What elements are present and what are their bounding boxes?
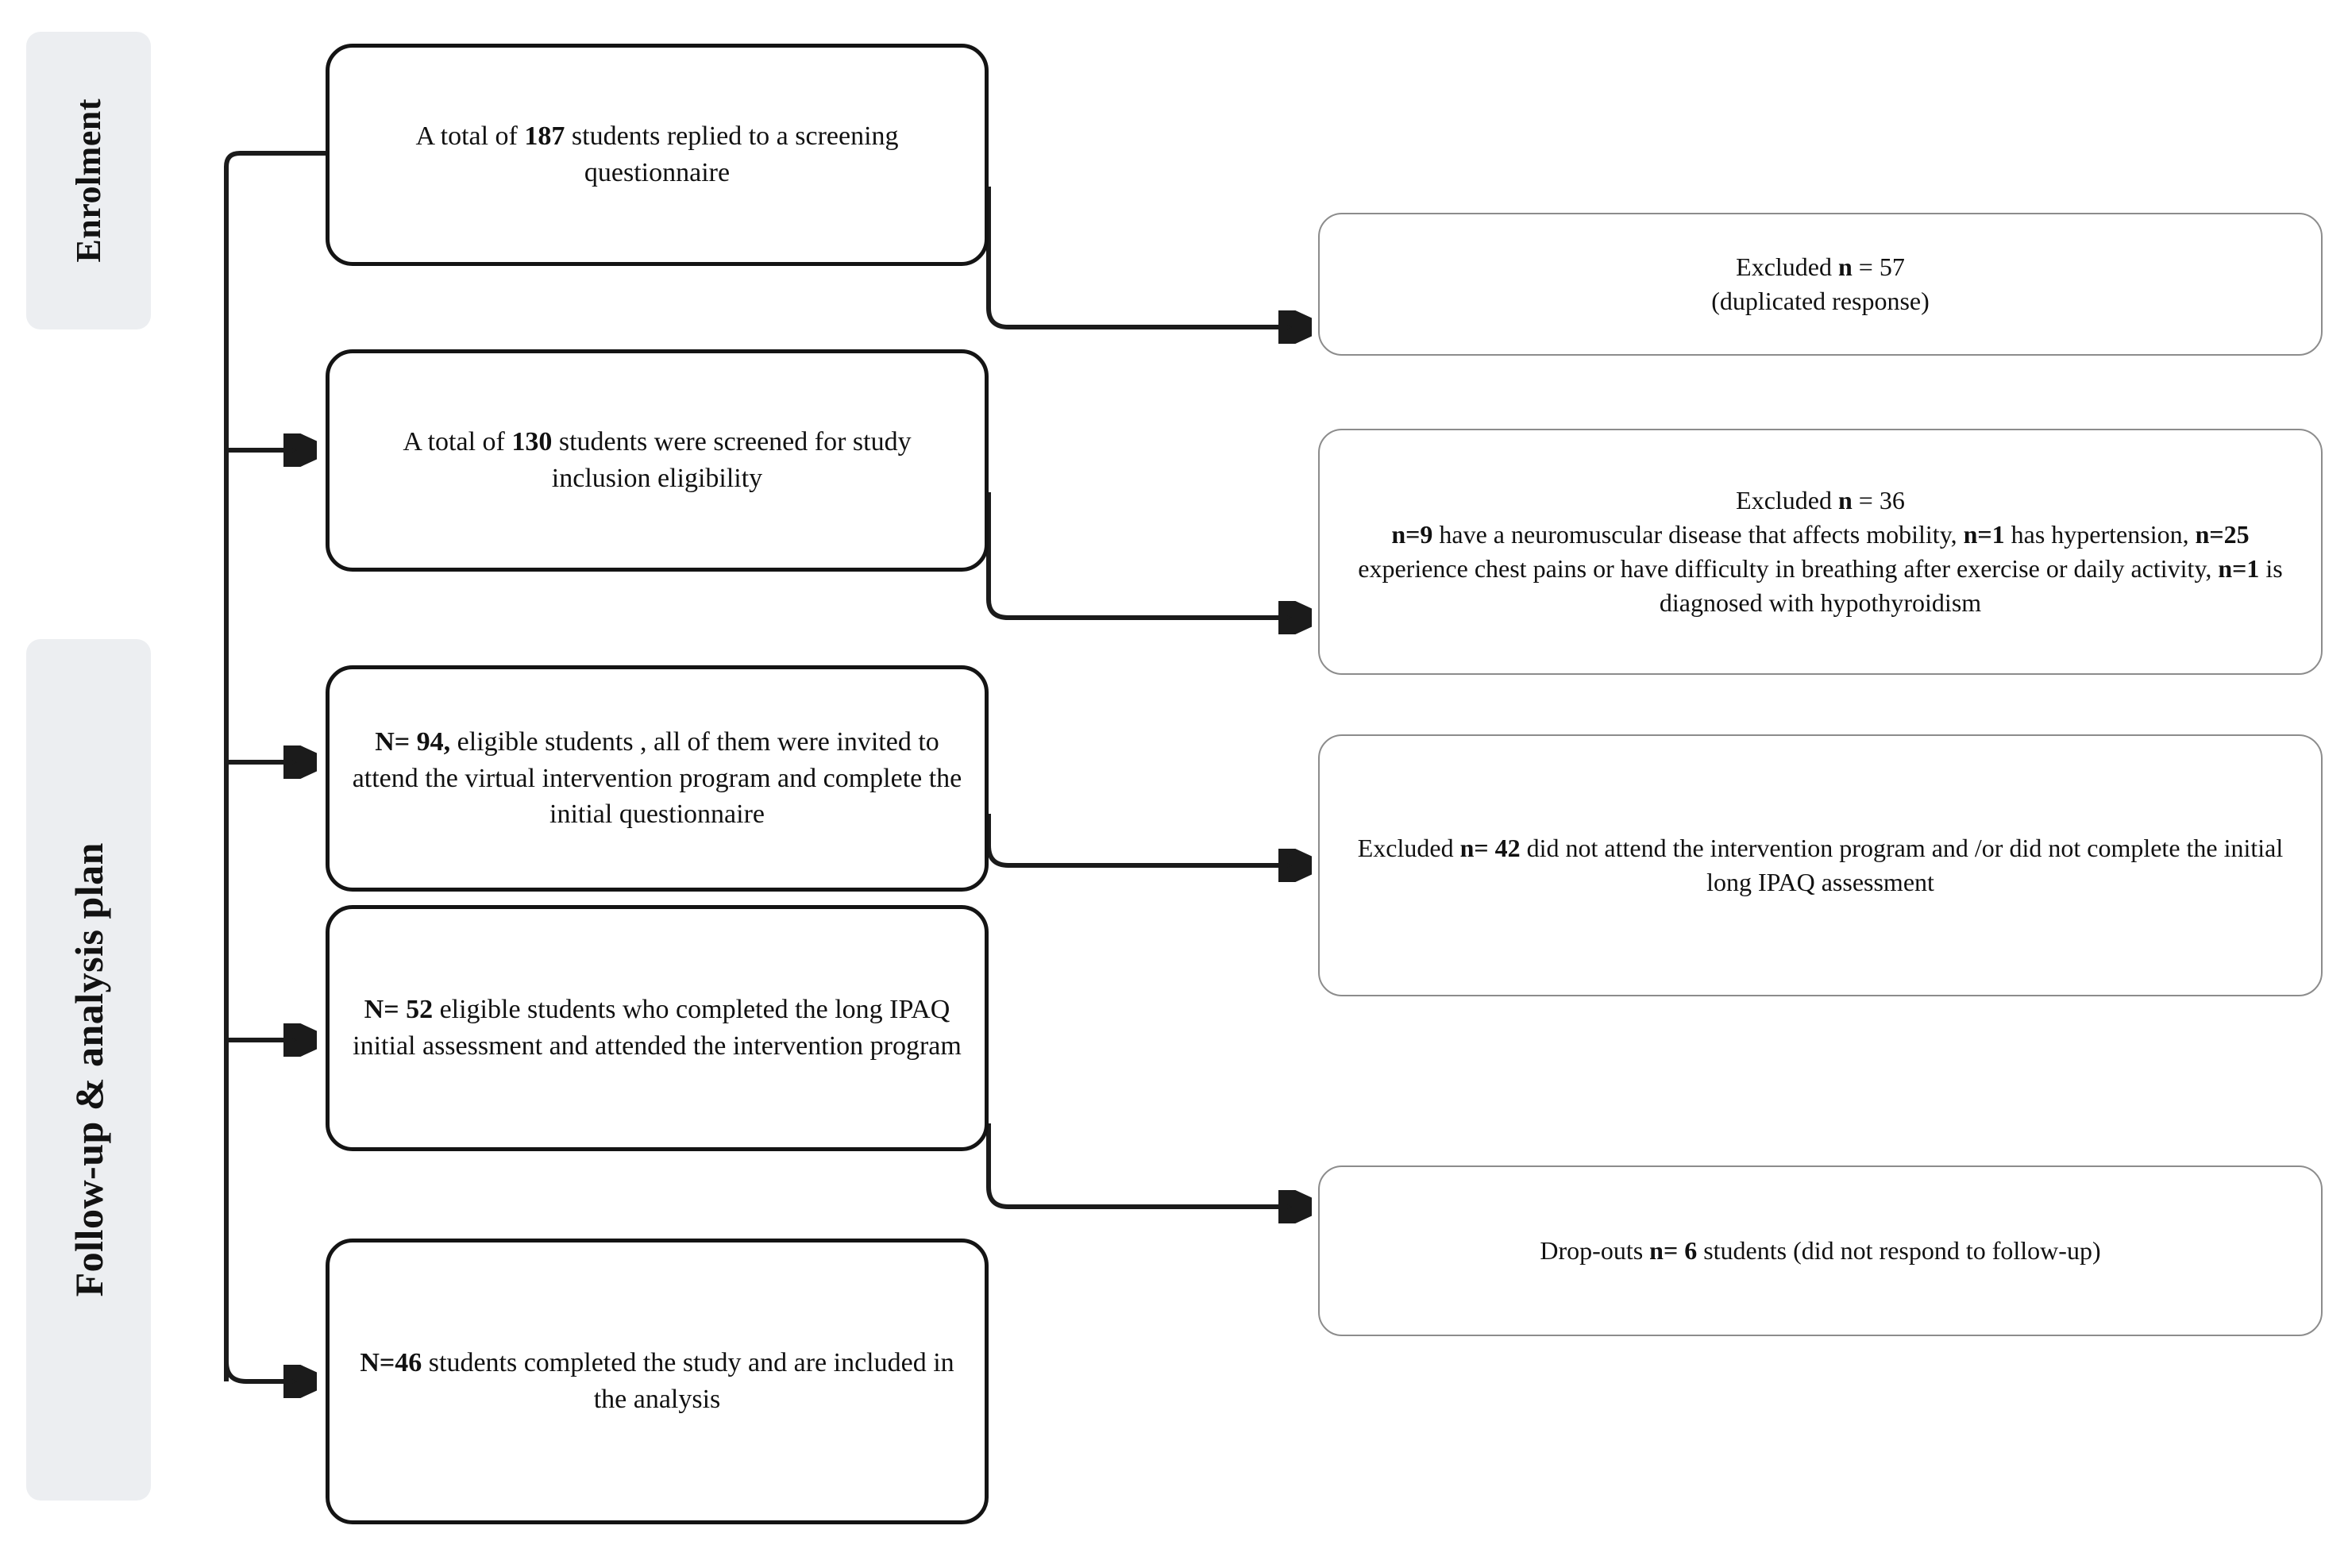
wire-box1-to-excluded57 — [986, 187, 1306, 327]
side-box-text: Drop-outs n= 6 students (did not respond… — [1540, 1236, 2101, 1266]
flow-box-text: N=46 students completed the study and ar… — [360, 1348, 954, 1414]
flow-box-screened-eligibility[interactable]: A total of 130 students were screened fo… — [326, 349, 989, 572]
wire-trunk-to-box1 — [224, 151, 326, 168]
side-box-excluded-duplicates[interactable]: Excluded n = 57(duplicated response) — [1318, 213, 2323, 356]
stage-label-followup: Follow-up & analysis plan — [66, 842, 111, 1297]
stage-band-followup: Follow-up & analysis plan — [26, 639, 151, 1501]
wire-trunk-to-box5 — [224, 1361, 311, 1381]
flow-box-completed-initial-ipaq[interactable]: N= 52 eligible students who completed th… — [326, 905, 989, 1151]
side-box-dropouts[interactable]: Drop-outs n= 6 students (did not respond… — [1318, 1165, 2323, 1336]
flow-box-text: N= 94, eligible students , all of them w… — [352, 727, 962, 830]
side-box-text: Excluded n = 57(duplicated response) — [1711, 252, 1930, 315]
wire-box2-to-excluded36 — [986, 492, 1306, 618]
stage-label-enrolment: Enrolment — [69, 98, 108, 263]
flow-box-text: A total of 130 students were screened fo… — [403, 427, 912, 493]
flow-box-screened-replied[interactable]: A total of 187 students replied to a scr… — [326, 44, 989, 266]
flow-box-completed-study[interactable]: N=46 students completed the study and ar… — [326, 1239, 989, 1524]
wire-box4-to-dropouts — [986, 1123, 1306, 1207]
side-box-text: Excluded n= 42 did not attend the interv… — [1357, 834, 2284, 896]
stage-band-enrolment: Enrolment — [26, 32, 151, 329]
wire-box3-to-excluded42 — [986, 814, 1306, 865]
flow-box-eligible-invited[interactable]: N= 94, eligible students , all of them w… — [326, 665, 989, 892]
side-box-excluded-no-attendance[interactable]: Excluded n= 42 did not attend the interv… — [1318, 734, 2323, 996]
flow-box-text: A total of 187 students replied to a scr… — [415, 121, 899, 187]
flow-box-text: N= 52 eligible students who completed th… — [353, 995, 962, 1061]
